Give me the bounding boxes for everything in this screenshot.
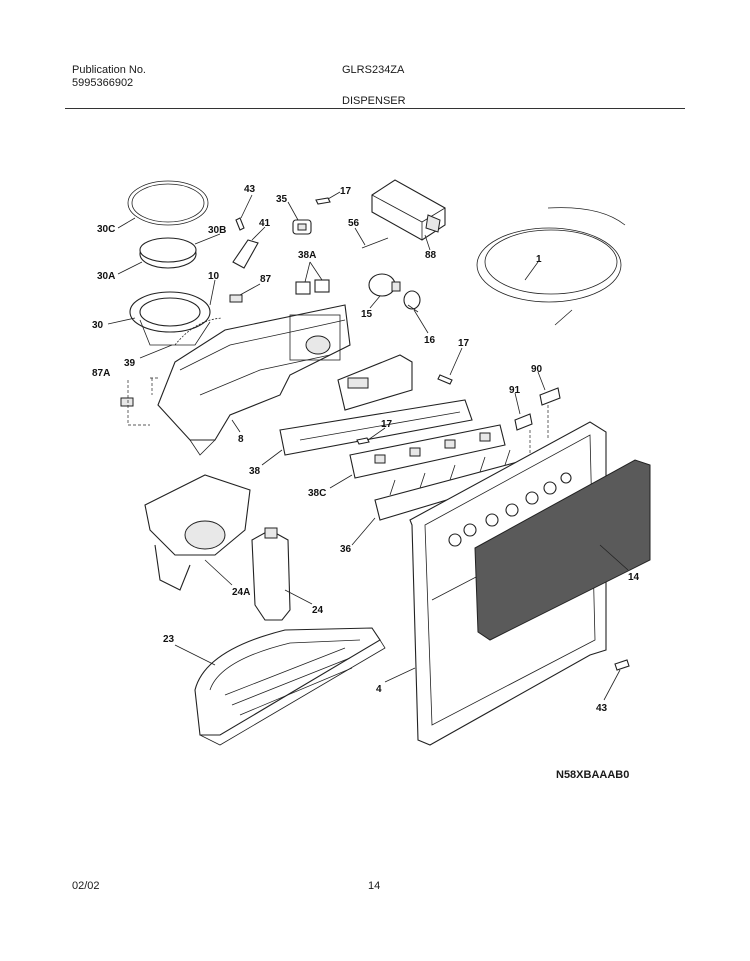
callout-88: 88 [425, 250, 437, 261]
callout-17-low: 17 [381, 419, 393, 430]
callout-87a: 87A [92, 368, 110, 379]
part-14-overlay [474, 459, 651, 641]
callout-30: 30 [92, 320, 104, 331]
callout-39: 39 [124, 358, 136, 369]
part-88-module [371, 179, 446, 241]
part-17-screw-mid [437, 374, 453, 385]
part-15-bulb [368, 273, 401, 297]
callout-4: 4 [376, 684, 382, 695]
drawing-code: N58XBAAAB0 [556, 769, 630, 781]
callout-30b: 30B [208, 225, 226, 236]
part-23-drip-tray [194, 627, 386, 746]
callout-43-top: 43 [244, 184, 256, 195]
callout-23: 23 [163, 634, 175, 645]
callout-36: 36 [340, 544, 352, 555]
callout-87: 87 [260, 274, 272, 285]
callout-43-bottom: 43 [596, 703, 608, 714]
callout-10: 10 [208, 271, 220, 282]
part-90-clip [539, 387, 561, 406]
callout-38a: 38A [298, 250, 316, 261]
callout-15: 15 [361, 309, 373, 320]
callout-35: 35 [276, 194, 288, 205]
part-control-board [337, 354, 413, 411]
callout-24a: 24A [232, 587, 250, 598]
publication-label: Publication No. [72, 64, 146, 76]
part-56-screw [361, 237, 389, 249]
part-91-clip [514, 413, 533, 431]
callout-1: 1 [536, 254, 542, 265]
header-rule [65, 108, 685, 109]
part-24a-ice-chute [144, 474, 251, 591]
part-38c-switch-board [349, 424, 506, 479]
leader-lines [107, 191, 629, 701]
callout-14: 14 [628, 572, 640, 583]
callout-56: 56 [348, 218, 360, 229]
callout-38c: 38C [308, 488, 326, 499]
part-17-screw-low [356, 437, 370, 445]
part-35-switch [292, 219, 312, 235]
callout-labels: 43 17 35 41 30C 30B 56 88 1 38A 30A 10 8… [92, 184, 640, 714]
part-16-socket [403, 290, 421, 313]
part-17-screw-top [315, 197, 331, 205]
callout-16: 16 [424, 335, 436, 346]
callout-24: 24 [312, 605, 324, 616]
callout-17-mid: 17 [458, 338, 470, 349]
part-38a-switches [295, 279, 330, 295]
part-30c-ring [127, 180, 209, 226]
callout-41: 41 [259, 218, 271, 229]
part-8-housing [157, 304, 351, 456]
part-1-tubing-coil [476, 207, 626, 326]
callout-30a: 30A [97, 271, 115, 282]
callout-8: 8 [238, 434, 244, 445]
part-30-housing-ring [129, 291, 211, 346]
part-24-flap [251, 527, 291, 621]
section-title: DISPENSER [342, 95, 406, 107]
callout-91: 91 [509, 385, 521, 396]
part-43-screw-top [235, 217, 245, 231]
model-number: GLRS234ZA [342, 64, 405, 76]
part-87a-clip [120, 397, 134, 407]
footer-date: 02/02 [72, 880, 100, 892]
callout-17-top: 17 [340, 186, 352, 197]
part-41-bracket [232, 239, 259, 269]
callout-30c: 30C [97, 224, 115, 235]
part-87-clip [229, 294, 243, 303]
part-10-spring [174, 317, 223, 346]
page-number: 14 [368, 880, 381, 892]
callout-38: 38 [249, 466, 261, 477]
part-38-circuit-board [279, 399, 473, 456]
part-30b-disc [139, 237, 197, 269]
callout-90: 90 [531, 364, 543, 375]
publication-number: 5995366902 [72, 77, 134, 89]
part-43-screw-bottom [614, 659, 630, 671]
